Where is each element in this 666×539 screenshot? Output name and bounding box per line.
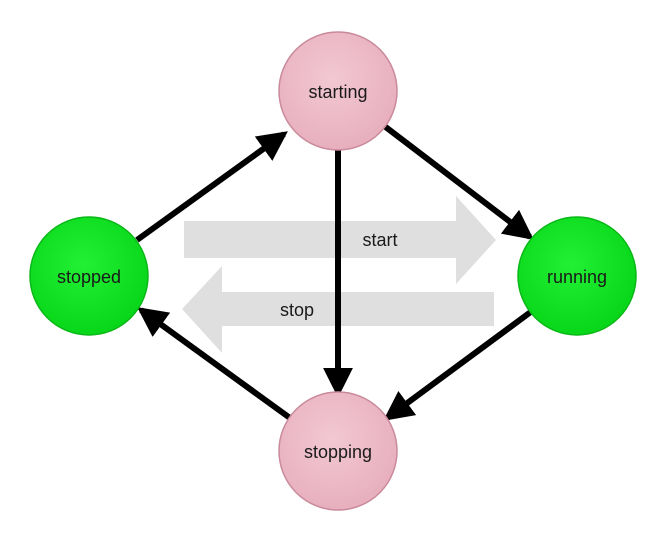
transition-stopping-to-stopped xyxy=(137,307,292,421)
state-stopping: stopping xyxy=(278,391,398,511)
transition-stopped-to-starting xyxy=(135,131,288,243)
state-running: running xyxy=(517,216,637,336)
start-action-label: start xyxy=(362,230,397,250)
state-running-label: running xyxy=(547,267,607,287)
state-stopping-label: stopping xyxy=(304,442,372,462)
state-stopped-label: stopped xyxy=(57,267,121,287)
transition-running-to-stopping xyxy=(383,308,534,421)
state-stopped: stopped xyxy=(29,216,149,336)
state-starting-label: starting xyxy=(308,82,367,102)
transition-starting-to-running xyxy=(381,122,534,240)
state-starting: starting xyxy=(278,31,398,151)
stop-action-label: stop xyxy=(280,300,314,320)
